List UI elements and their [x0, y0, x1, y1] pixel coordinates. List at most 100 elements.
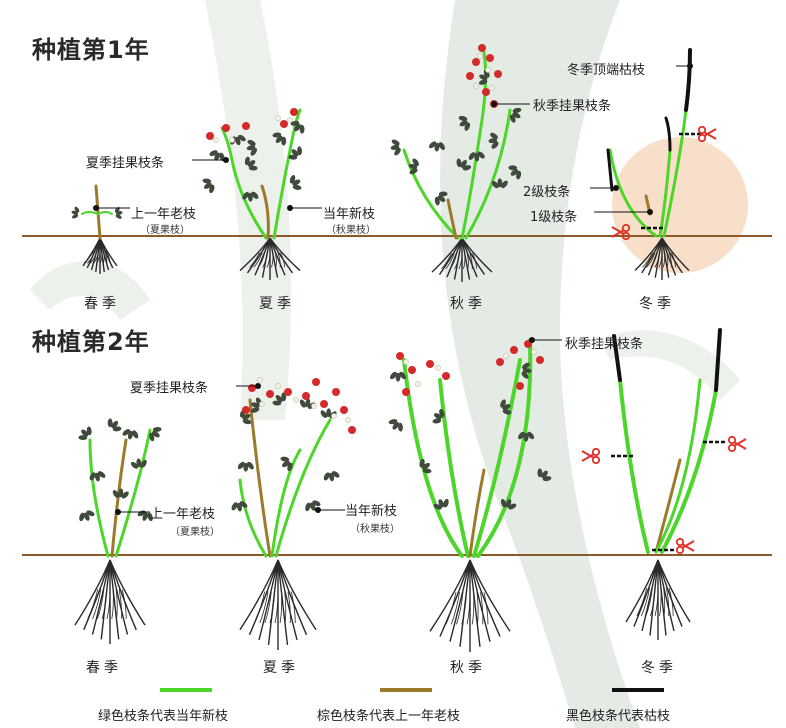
flower [287, 117, 293, 123]
leaf [392, 421, 399, 430]
leaf [248, 165, 258, 171]
root [441, 253, 452, 270]
leaf-cluster [537, 468, 552, 482]
leaf-cluster [456, 158, 472, 171]
leaf [429, 141, 437, 149]
berry [486, 54, 494, 62]
root [471, 592, 475, 625]
flower [345, 417, 351, 423]
root [277, 559, 317, 631]
y1-dead-tip-label: 冬季顶端枯枝 [567, 63, 646, 78]
berry [516, 382, 524, 390]
leaf [112, 426, 122, 432]
root [469, 559, 511, 632]
leaf [292, 179, 301, 186]
leaf [243, 462, 249, 472]
berry [340, 406, 348, 414]
leaf [72, 214, 79, 219]
leaf [434, 196, 440, 206]
branch [654, 378, 702, 554]
berry [402, 388, 410, 396]
root [650, 252, 658, 268]
leaf-cluster [202, 178, 215, 194]
berry [242, 406, 250, 414]
root [83, 250, 95, 264]
berry [312, 378, 320, 386]
leaf [246, 145, 256, 151]
root [650, 587, 656, 617]
berry [242, 122, 250, 130]
flower [275, 383, 281, 389]
leaf [79, 512, 85, 522]
leaf [329, 472, 335, 482]
y1-season-spring: 春季 [84, 296, 120, 312]
root [449, 559, 471, 642]
leaf [247, 160, 256, 167]
root [654, 587, 659, 617]
root [642, 252, 653, 268]
leaf [323, 472, 330, 481]
flower [213, 137, 219, 143]
branch [270, 448, 302, 558]
leaf [491, 141, 499, 149]
leaf-cluster [89, 471, 106, 482]
y1-new-branch-sub: （秋果枝） [326, 225, 376, 236]
y2-old-branch-sub: （夏果枝） [170, 527, 220, 538]
berry [320, 400, 328, 408]
root [657, 559, 691, 623]
root [429, 559, 471, 632]
leaf [74, 206, 80, 213]
year1-title: 种植第1年 [32, 36, 150, 64]
branch [684, 48, 692, 112]
leaf-cluster [112, 488, 129, 499]
root [661, 237, 690, 272]
leaf [299, 399, 306, 408]
leaf [275, 395, 283, 403]
leaf [272, 132, 282, 138]
berry [536, 356, 544, 364]
root [284, 591, 287, 624]
flower [257, 377, 263, 383]
branch [608, 148, 658, 238]
root [666, 587, 670, 617]
root [279, 591, 283, 624]
flower [275, 115, 281, 121]
leaf [477, 151, 485, 159]
leaf [412, 158, 419, 167]
leaf-cluster [458, 115, 471, 131]
root [87, 589, 99, 619]
leaf [97, 471, 106, 478]
leaf [320, 410, 328, 418]
y1-new-branch-label: 当年新枝 [323, 207, 376, 222]
leaf [537, 468, 543, 478]
leaf [388, 419, 398, 425]
leaf [282, 460, 290, 468]
leaf [518, 431, 525, 440]
root [290, 591, 296, 624]
leaf-cluster [246, 139, 258, 156]
leaf [280, 456, 290, 462]
root-system [625, 559, 691, 640]
flower [229, 137, 235, 143]
root [96, 250, 101, 264]
branch [654, 458, 682, 554]
root [450, 592, 460, 625]
leaf [510, 169, 519, 176]
leaf [478, 79, 488, 85]
root [668, 252, 672, 268]
leaf [399, 371, 407, 380]
leaf-cluster [280, 456, 293, 472]
scissors-ring [727, 435, 737, 445]
root [253, 252, 263, 268]
leaf-cluster [500, 498, 517, 510]
root [476, 592, 479, 625]
leaf [84, 512, 90, 521]
leaf [391, 139, 400, 146]
scissors-icon [611, 223, 631, 241]
flower [531, 349, 537, 355]
root [91, 559, 111, 635]
leaf [437, 195, 446, 202]
leaf [398, 422, 403, 432]
root [270, 252, 274, 268]
